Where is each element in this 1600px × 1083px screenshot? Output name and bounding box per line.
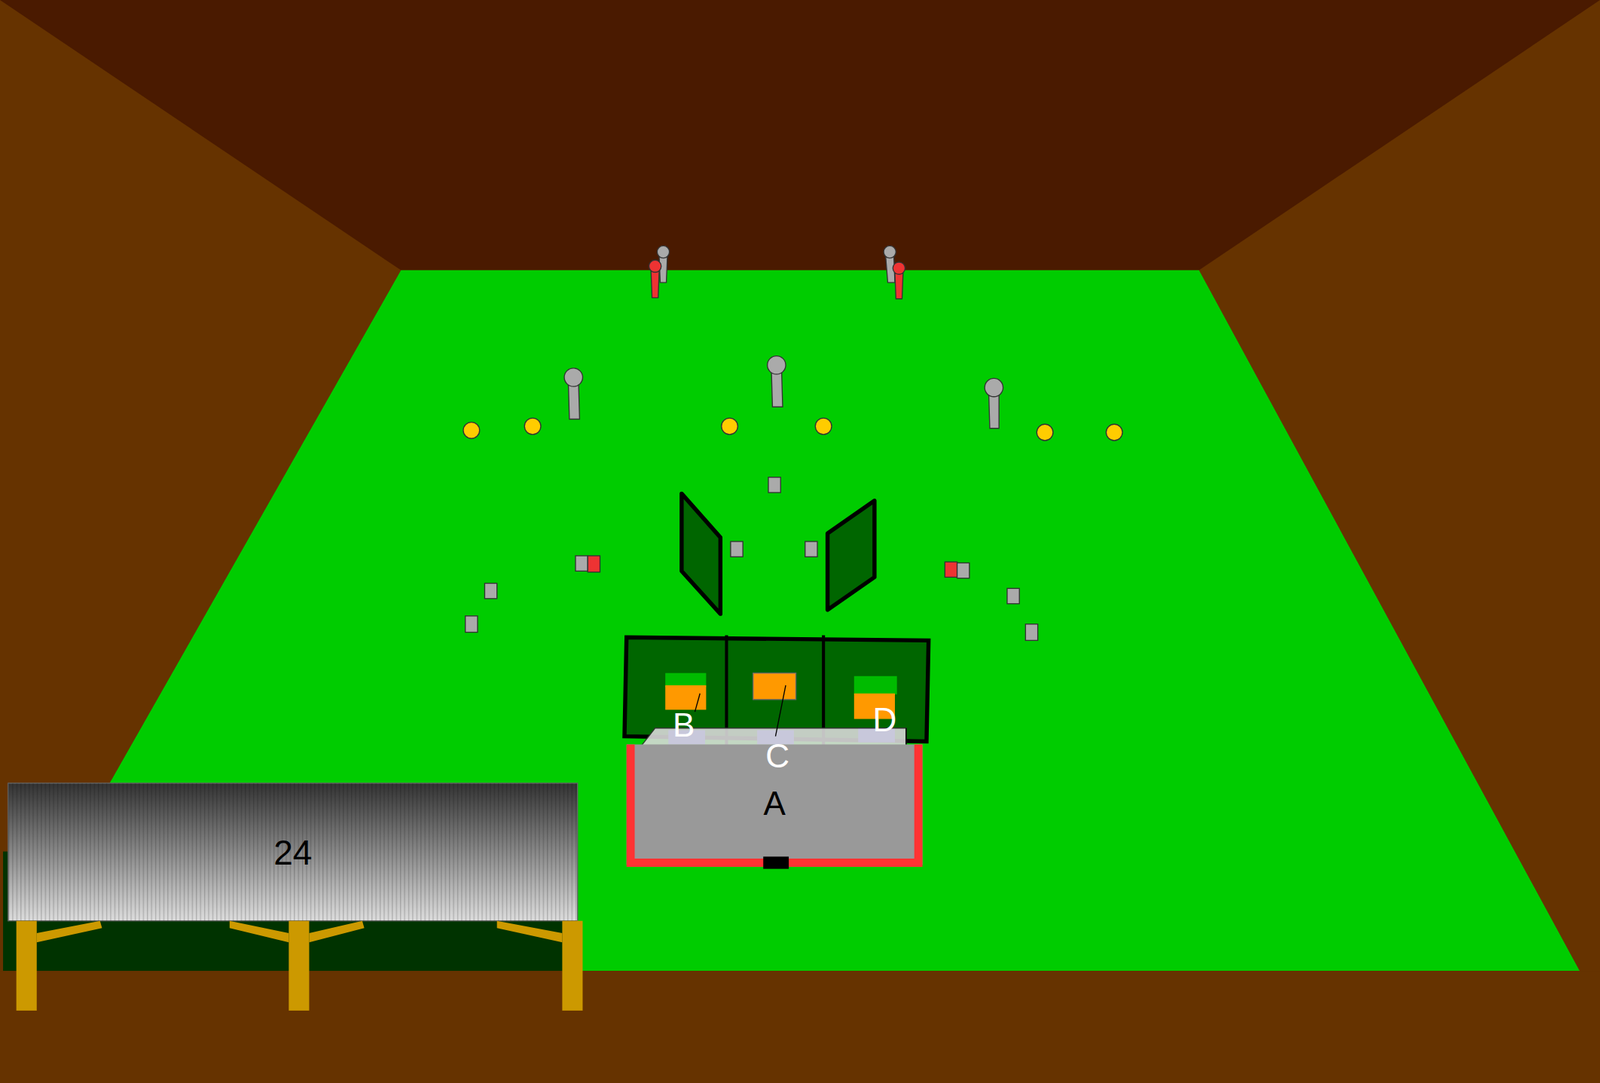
node-label: A bbox=[763, 787, 785, 821]
callout-letter: D bbox=[873, 703, 898, 737]
leader-line bbox=[775, 685, 786, 737]
bench bbox=[8, 783, 584, 1011]
shooting-booth bbox=[624, 635, 929, 870]
popper-targets bbox=[564, 245, 1003, 428]
node-label: 24 bbox=[273, 835, 312, 871]
ceiling bbox=[0, 0, 1600, 271]
callout-letter: C bbox=[765, 739, 790, 773]
floor bbox=[3, 270, 1580, 971]
leader-line bbox=[694, 693, 700, 712]
bench-sign: 24 bbox=[8, 783, 578, 922]
callout-letter: B bbox=[672, 708, 695, 742]
paper-targets bbox=[465, 477, 1039, 642]
plate-targets bbox=[463, 418, 1123, 441]
front-wall bbox=[0, 970, 1600, 1083]
walls bbox=[681, 493, 875, 614]
